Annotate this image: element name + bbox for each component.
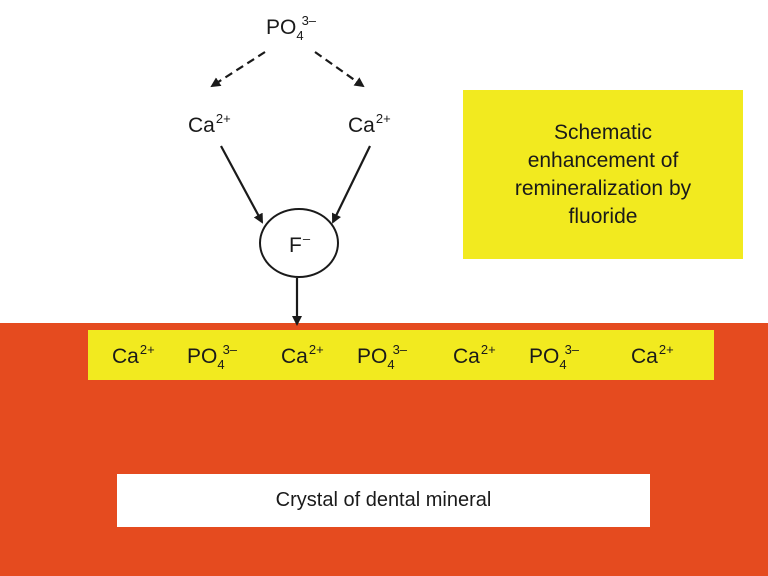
surface-ion-calcium: Ca2+ (112, 342, 155, 368)
dashed-arrow-to-left-calcium (210, 51, 266, 88)
calcium-ion-left: Ca2+ (188, 111, 231, 137)
mineral-label: Crystal of dental mineral (275, 489, 492, 511)
fluoride-ion: F– (289, 231, 311, 257)
surface-ion-phosphate: PO43– (529, 342, 580, 372)
arrow-left-calcium-to-fluoride (220, 145, 263, 224)
calcium-ion-right: Ca2+ (348, 111, 391, 137)
title-text: Schematic enhancement of remineralizatio… (514, 120, 692, 228)
surface-ion-phosphate: PO43– (187, 342, 238, 372)
phosphate-ion-top: PO43– (266, 13, 317, 43)
surface-ion-calcium: Ca2+ (631, 342, 674, 368)
title-box: Schematic enhancement of remineralizatio… (463, 90, 743, 259)
surface-ion-phosphate: PO43– (357, 342, 408, 372)
mineral-label-box: Crystal of dental mineral (117, 474, 650, 527)
surface-ion-calcium: Ca2+ (453, 342, 496, 368)
fluoride-node: F– (259, 208, 339, 278)
surface-ion-calcium: Ca2+ (281, 342, 324, 368)
arrow-right-calcium-to-fluoride (332, 145, 371, 224)
surface-ion-strip (88, 330, 714, 380)
dashed-arrow-to-right-calcium (314, 51, 365, 88)
